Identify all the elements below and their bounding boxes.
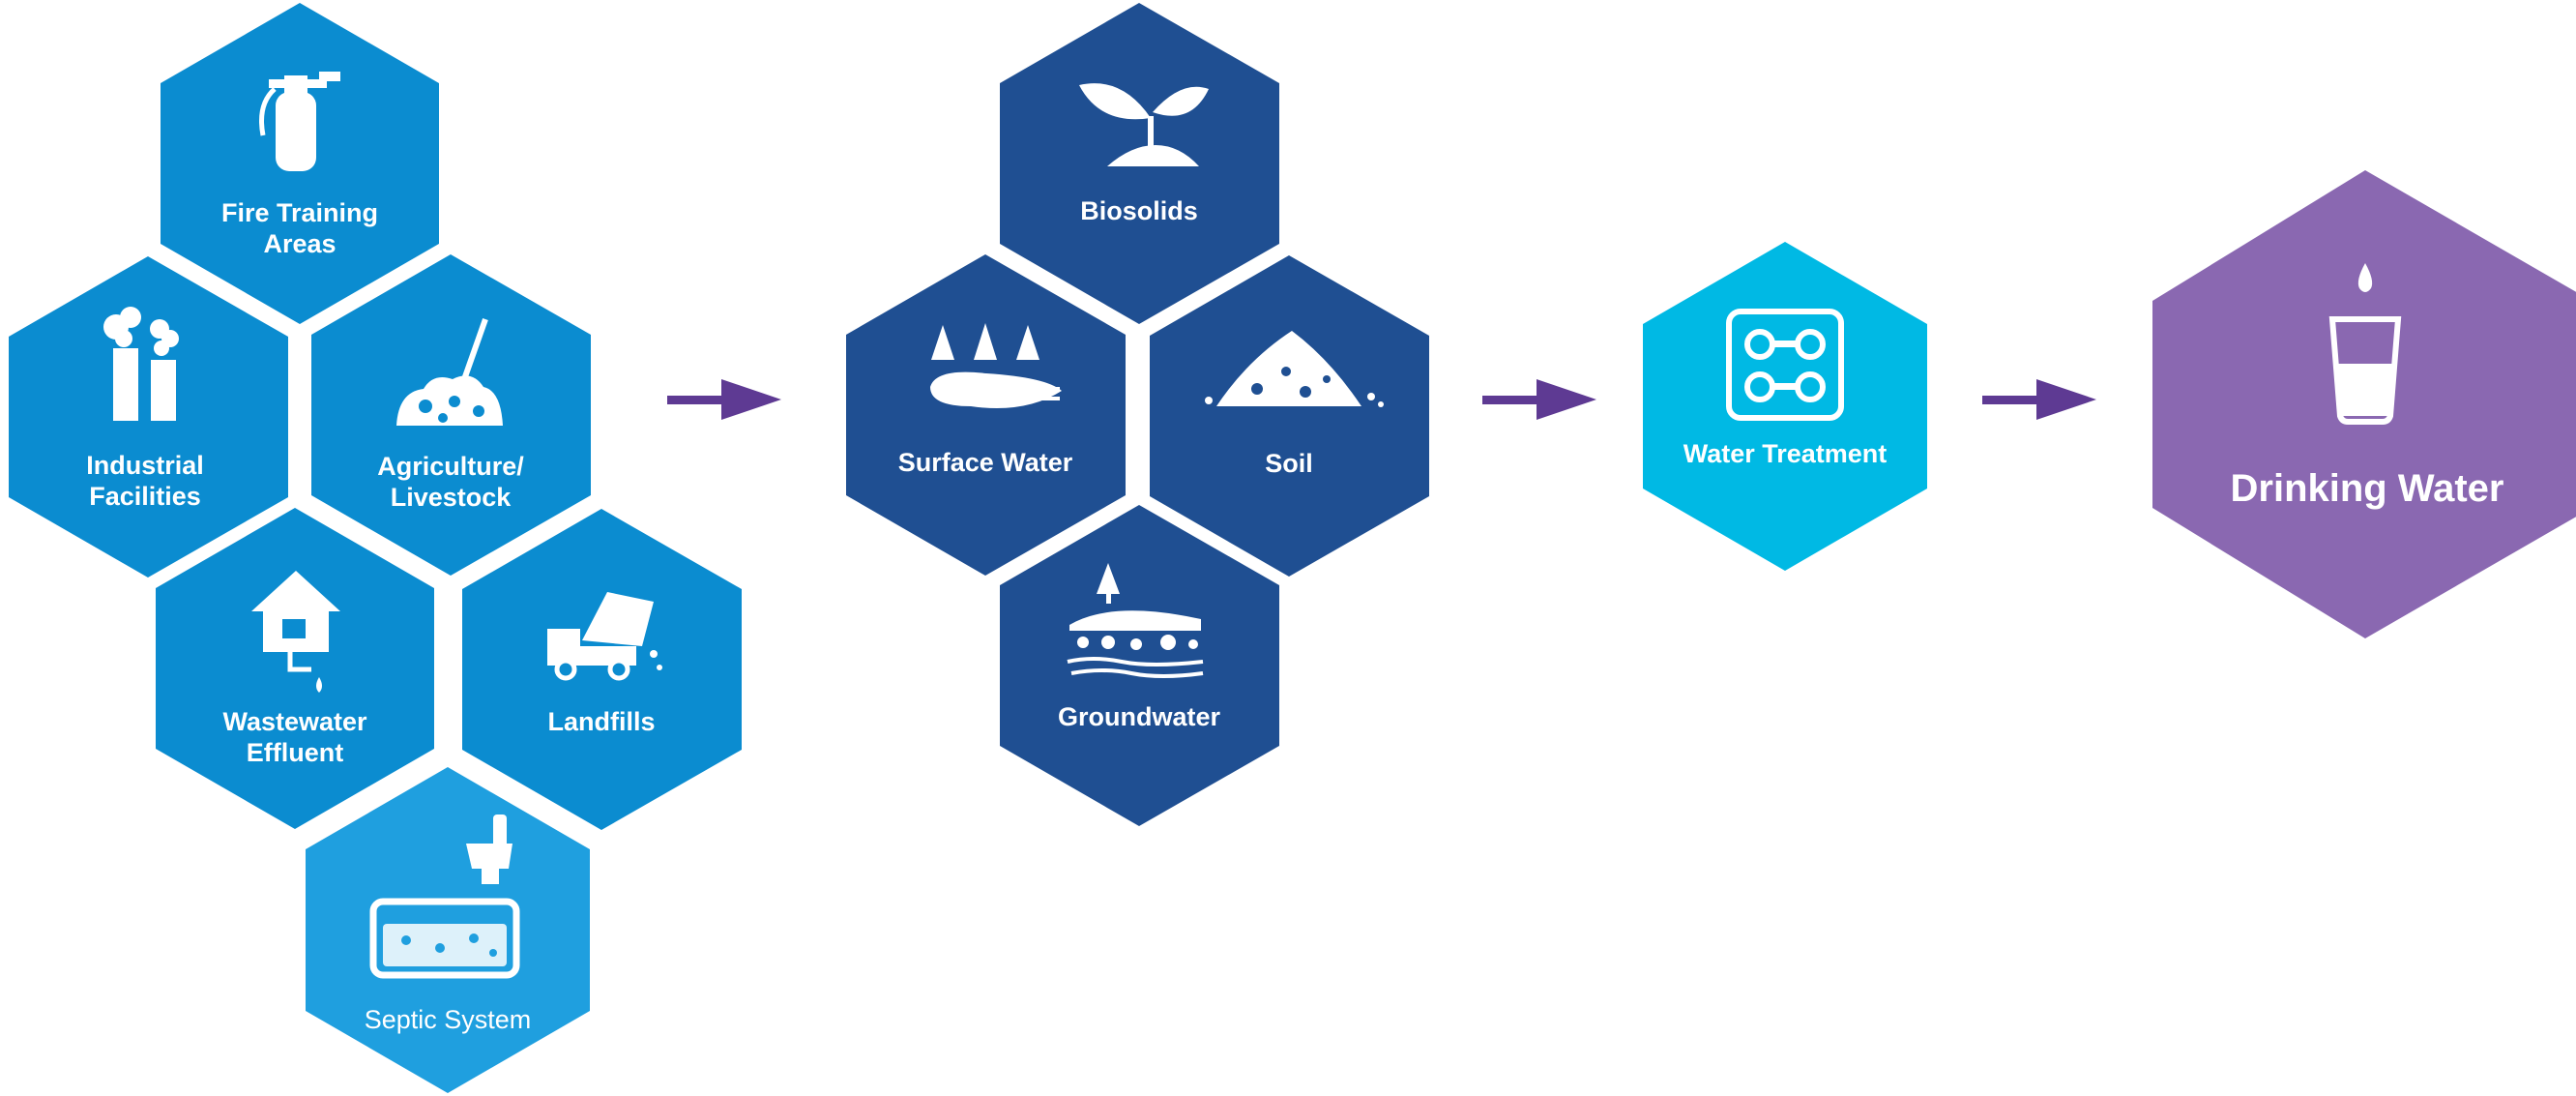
- hex-soil: Soil: [1150, 255, 1429, 577]
- hex-groundwater: Groundwater: [1000, 505, 1279, 826]
- label-water-treatment: Water Treatment: [1683, 439, 1888, 468]
- label-wastewater-line1: Wastewater: [222, 707, 367, 736]
- treatment-plant-icon: [1726, 309, 1844, 421]
- hex-biosolids: Biosolids: [1000, 3, 1279, 324]
- lake-trees-icon: [930, 323, 1062, 408]
- house-drain-icon: [251, 571, 340, 693]
- label-biosolids: Biosolids: [1080, 196, 1198, 225]
- hex-fire-training-areas: Fire Training Areas: [161, 3, 439, 324]
- label-groundwater: Groundwater: [1058, 702, 1221, 731]
- label-industrial-line1: Industrial: [86, 451, 204, 480]
- hex-agriculture-livestock: Agriculture/ Livestock: [311, 254, 591, 576]
- label-surface-water: Surface Water: [898, 448, 1073, 477]
- hex-septic-system: Septic System: [306, 767, 590, 1093]
- label-septic-system: Septic System: [365, 1005, 532, 1034]
- sprout-icon: [1079, 83, 1209, 166]
- septic-tank-icon: [369, 815, 520, 979]
- hex-water-treatment: Water Treatment: [1643, 242, 1927, 571]
- hex-surface-water: Surface Water: [846, 254, 1126, 576]
- hex-wastewater-effluent: Wastewater Effluent: [156, 508, 434, 829]
- label-landfills: Landfills: [547, 707, 655, 736]
- label-soil: Soil: [1265, 449, 1313, 478]
- groundwater-icon: [1067, 563, 1204, 678]
- flow-arrow-2: [1482, 379, 1596, 420]
- label-fire-training-line2: Areas: [263, 229, 336, 258]
- label-fire-training-line1: Fire Training: [221, 198, 378, 227]
- label-agriculture-line1: Agriculture/: [377, 452, 524, 481]
- flow-arrow-1: [667, 379, 781, 420]
- factory-icon: [103, 307, 179, 421]
- soil-pile-icon: [1205, 331, 1384, 407]
- manure-pile-icon: [396, 318, 503, 426]
- hex-drinking-water: Drinking Water: [2152, 170, 2576, 638]
- label-wastewater-line2: Effluent: [247, 738, 344, 767]
- fire-extinguisher-icon: [259, 72, 340, 171]
- label-industrial-line2: Facilities: [89, 482, 201, 511]
- flow-arrow-3: [1982, 379, 2096, 420]
- label-drinking-water: Drinking Water: [2231, 467, 2504, 510]
- hex-landfills: Landfills: [462, 509, 742, 830]
- hex-industrial-facilities: Industrial Facilities: [9, 256, 288, 578]
- water-glass-icon: [2328, 263, 2402, 425]
- label-agriculture-line2: Livestock: [391, 483, 512, 512]
- dump-truck-icon: [547, 592, 662, 681]
